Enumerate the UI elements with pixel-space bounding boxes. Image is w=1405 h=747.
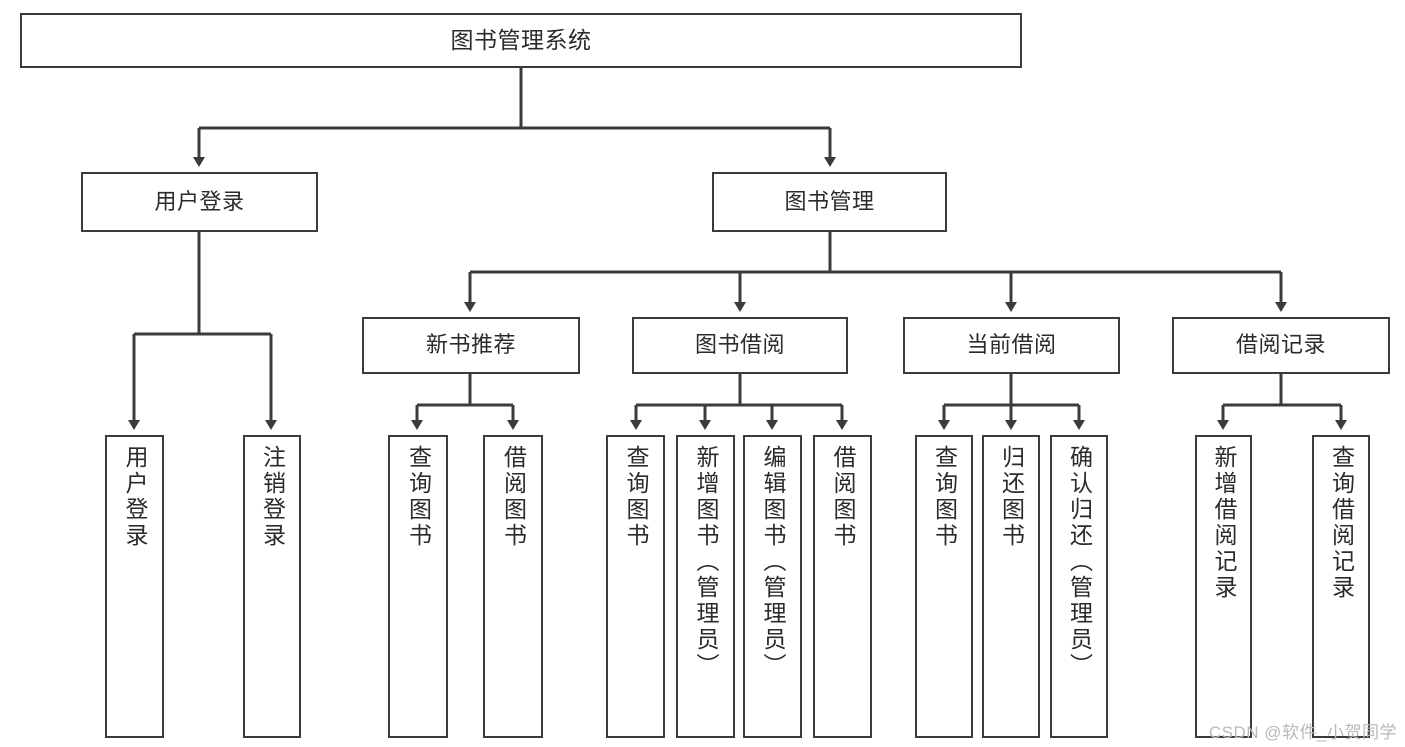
node-label: 当前借阅 xyxy=(966,332,1057,358)
node-label: 图书管理系统 xyxy=(450,26,592,53)
leaf-add-borrowing-record[interactable]: 新增借阅记录 xyxy=(1195,435,1252,738)
node-label: 借阅记录 xyxy=(1235,332,1326,358)
node-label: 归还图书 xyxy=(998,445,1025,549)
leaf-query-book-borrowing[interactable]: 查询图书 xyxy=(606,435,665,738)
node-user-login[interactable]: 用户登录 xyxy=(81,172,318,232)
node-label: 确认归还（管理员） xyxy=(1066,445,1093,679)
node-label: 新增图书（管理员） xyxy=(693,445,719,679)
node-new-book-recommendation[interactable]: 新书推荐 xyxy=(362,317,580,374)
node-label: 查询图书 xyxy=(931,445,958,549)
leaf-borrow-book-recommend[interactable]: 借阅图书 xyxy=(483,435,543,738)
node-book-management-system[interactable]: 图书管理系统 xyxy=(20,13,1022,68)
node-label: 用户登录 xyxy=(122,445,148,549)
leaf-add-book-admin[interactable]: 新增图书（管理员） xyxy=(676,435,735,738)
node-book-management[interactable]: 图书管理 xyxy=(712,172,947,232)
node-label: 查询图书 xyxy=(405,445,432,549)
node-label: 图书管理 xyxy=(784,188,875,214)
leaf-user-login[interactable]: 用户登录 xyxy=(105,435,164,738)
node-label: 查询图书 xyxy=(623,445,649,549)
node-current-borrowing[interactable]: 当前借阅 xyxy=(903,317,1120,374)
node-borrowing-record[interactable]: 借阅记录 xyxy=(1172,317,1390,374)
leaf-edit-book-admin[interactable]: 编辑图书（管理员） xyxy=(743,435,802,738)
leaf-logout[interactable]: 注销登录 xyxy=(243,435,301,738)
leaf-confirm-return-admin[interactable]: 确认归还（管理员） xyxy=(1050,435,1108,738)
node-label: 新增借阅记录 xyxy=(1211,445,1237,601)
node-label: 注销登录 xyxy=(259,445,286,549)
leaf-query-book-recommend[interactable]: 查询图书 xyxy=(388,435,448,738)
node-label: 编辑图书（管理员） xyxy=(760,445,786,679)
leaf-return-book[interactable]: 归还图书 xyxy=(982,435,1040,738)
leaf-query-borrowing-record[interactable]: 查询借阅记录 xyxy=(1312,435,1370,738)
node-label: 查询借阅记录 xyxy=(1328,445,1355,601)
node-label: 新书推荐 xyxy=(425,332,516,358)
node-book-borrowing[interactable]: 图书借阅 xyxy=(632,317,848,374)
node-label: 用户登录 xyxy=(154,188,245,214)
node-label: 借阅图书 xyxy=(830,445,856,549)
leaf-query-book-current[interactable]: 查询图书 xyxy=(915,435,973,738)
node-label: 借阅图书 xyxy=(500,445,527,549)
leaf-borrow-book-borrowing[interactable]: 借阅图书 xyxy=(813,435,872,738)
node-label: 图书借阅 xyxy=(694,332,785,358)
